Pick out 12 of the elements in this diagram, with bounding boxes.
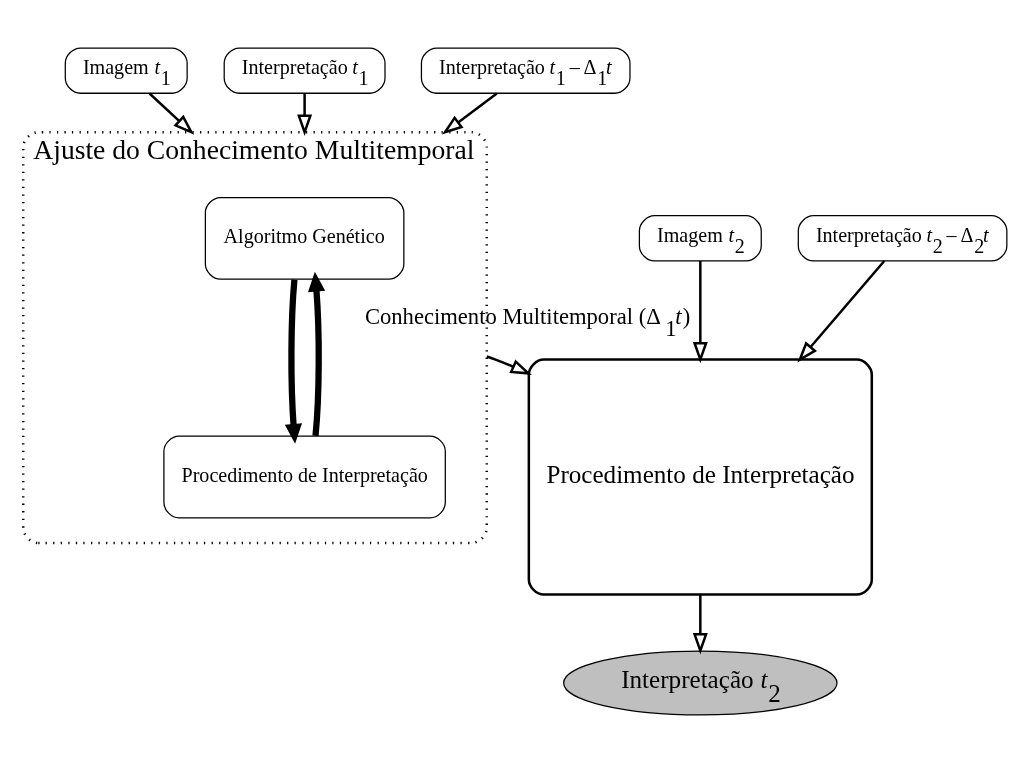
arrow	[297, 93, 313, 136]
arrow	[692, 594, 708, 654]
node-box: Procedimento de Interpretação	[163, 435, 446, 518]
arrow	[441, 92, 498, 134]
arrow	[307, 271, 326, 436]
node-box: Procedimento de Interpretação	[527, 357, 874, 596]
node-box: Algoritmo Genético	[204, 196, 405, 280]
arrow	[284, 278, 303, 444]
arrow	[486, 354, 532, 375]
arrow	[148, 92, 195, 135]
arrow	[797, 259, 886, 362]
arrow	[692, 260, 708, 363]
